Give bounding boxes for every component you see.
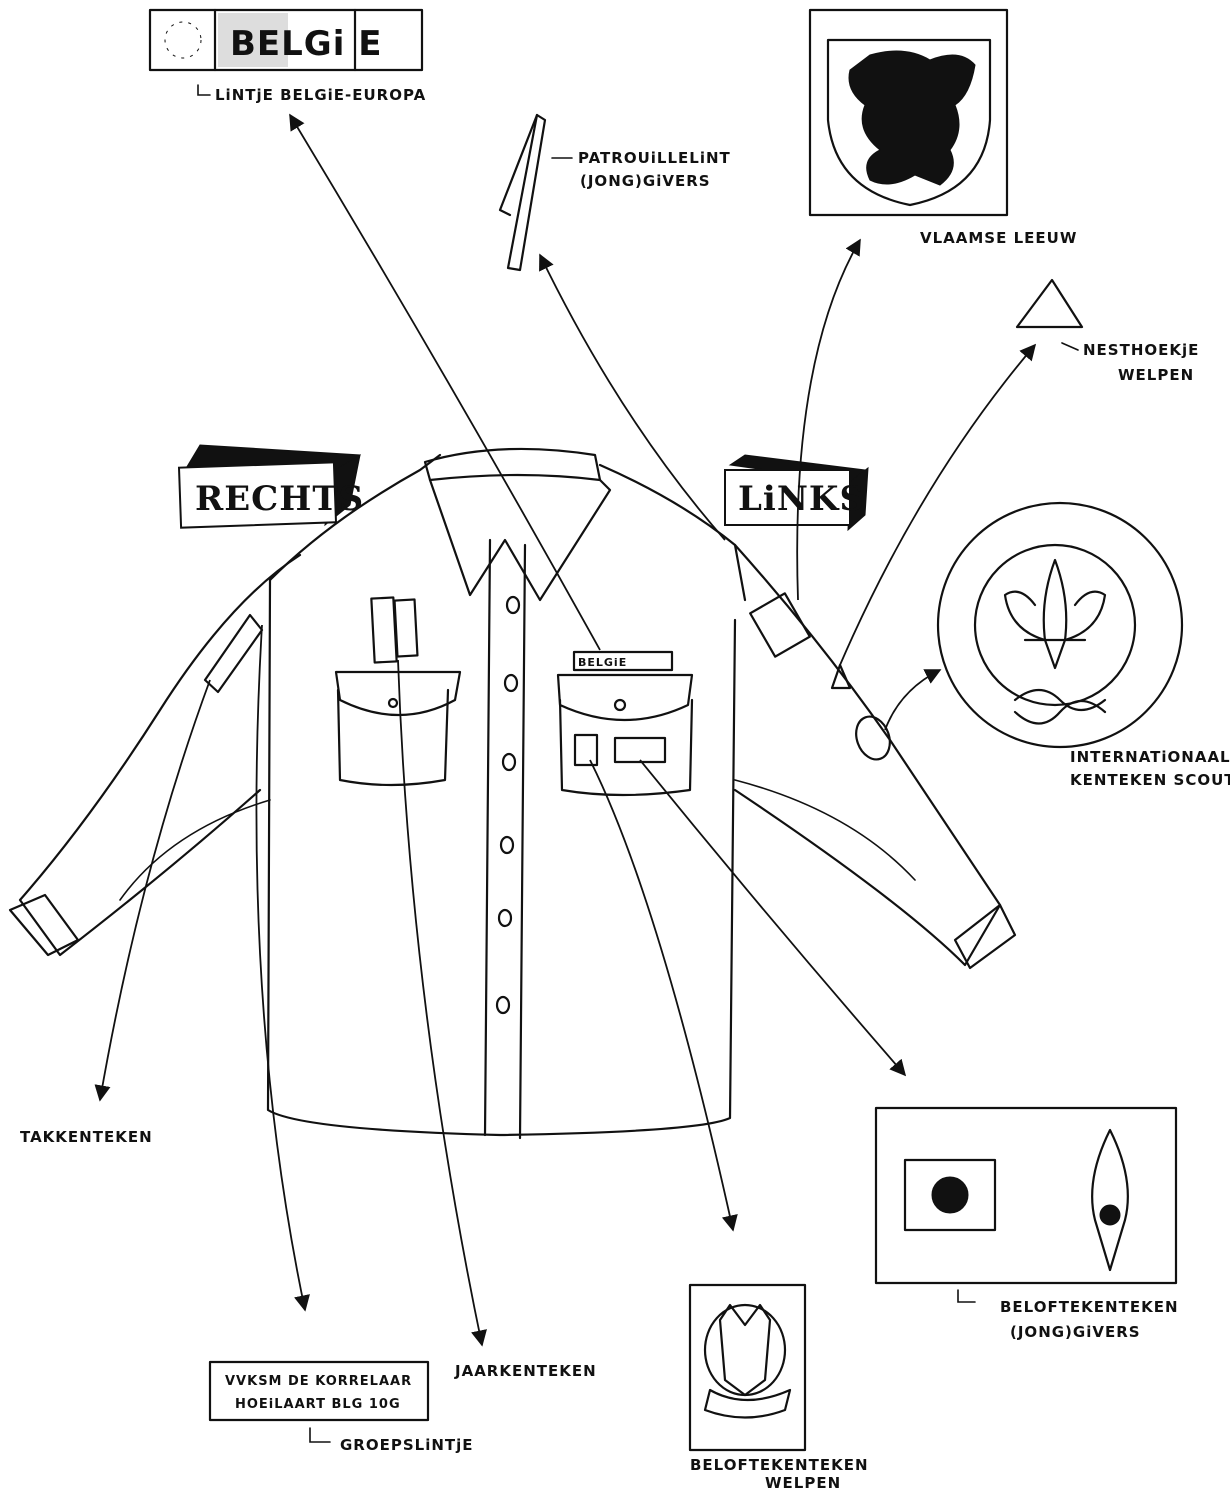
arrows [100, 115, 1035, 1345]
patrouillelint-badge: PATROUiLLELiNT (JONG)GiVERS [500, 115, 731, 270]
beloftekenteken-givers-label-line2: (JONG)GiVERS [1010, 1323, 1141, 1341]
vlaamse-leeuw-badge: VLAAMSE LEEUW [810, 10, 1077, 247]
internationaal-kenteken-badge: INTERNATiONAAL KENTEKEN SCOUTS [938, 503, 1230, 789]
nesthoekje-label-line2: WELPEN [1118, 366, 1194, 384]
wolf-head-icon [705, 1305, 785, 1395]
internationaal-label-line2: KENTEKEN SCOUTS [1070, 771, 1230, 789]
jaarkenteken-label: JAARKENTEKEN [454, 1362, 597, 1380]
shirt-strip-text: BELGiE [578, 656, 627, 669]
groepslintje-badge: VVKSM DE KORRELAAR HOEiLAART BLG 10G GRO… [210, 1362, 474, 1454]
takkenteken-label: TAKKENTEKEN [20, 1128, 153, 1146]
lion-icon [849, 51, 975, 185]
nesthoekje-label-line1: NESTHOEKjE [1083, 341, 1199, 359]
patrouillelint-label-line1: PATROUiLLELiNT [578, 149, 731, 167]
patrouillelint-label-line2: (JONG)GiVERS [580, 172, 711, 190]
links-tag: LiNKS [725, 455, 868, 530]
scout-cross-icon [905, 1160, 995, 1230]
eu-stars-icon [165, 22, 201, 58]
vlaamse-leeuw-label: VLAAMSE LEEUW [920, 229, 1077, 247]
belgie-europa-badge: BELGi E LiNTjE BELGiE-EUROPA [150, 10, 426, 104]
belgie-flag-text: BELGi E [230, 24, 382, 64]
rechts-tag: RECHTS [179, 445, 364, 528]
fleur-de-lis-icon-2 [1092, 1130, 1128, 1270]
shirt: BELGiE [10, 449, 1015, 1138]
beloftekenteken-welpen-label-line2: WELPEN [765, 1474, 841, 1492]
fleur-de-lis-icon [1005, 560, 1105, 668]
groepslintje-box-line2: HOEiLAART BLG 10G [235, 1397, 401, 1412]
rechts-label: RECHTS [195, 479, 364, 519]
nesthoekje-badge: NESTHOEKjE WELPEN [1017, 280, 1199, 384]
lintje-belgie-europa-label: LiNTjE BELGiE-EUROPA [215, 86, 426, 104]
links-label: LiNKS [738, 479, 865, 519]
beloftekenteken-givers-badge: BELOFTEKENTEKEN (JONG)GiVERS [876, 1108, 1179, 1341]
groepslintje-label: GROEPSLiNTjE [340, 1436, 474, 1454]
beloftekenteken-welpen-label-line1: BELOFTEKENTEKEN [690, 1456, 869, 1474]
internationaal-label-line1: INTERNATiONAAL [1070, 748, 1230, 766]
beloftekenteken-welpen-badge: BELOFTEKENTEKEN WELPEN [690, 1285, 869, 1492]
groepslintje-box-line1: VVKSM DE KORRELAAR [225, 1374, 412, 1389]
beloftekenteken-givers-label-line1: BELOFTEKENTEKEN [1000, 1298, 1179, 1316]
